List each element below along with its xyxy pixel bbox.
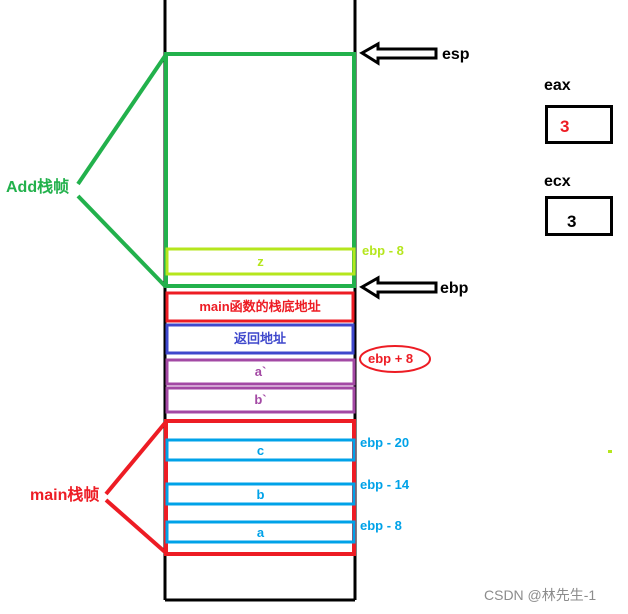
cell-a-box [165,520,356,544]
add-frame-bracket-bottom [76,194,167,288]
cell-a-prime-box [165,358,356,386]
cell-b-prime-box [165,386,356,414]
esp-label: esp [442,46,470,63]
ecx-register-value: 3 [567,212,577,231]
add-frame-box [164,52,356,288]
ebp-arrow-icon [359,275,438,300]
offset-a-prime-label: ebp + 8 [368,351,414,366]
cell-a-label: a [256,525,265,540]
cell-z-label: z [257,254,264,269]
cell-b-box [165,482,356,506]
stray-mark [608,450,612,453]
ebp-label: ebp [440,280,469,297]
eax-register-value: 3 [560,117,570,136]
cell-b-label: b [256,487,265,502]
main-frame-bracket-bottom [104,498,167,554]
ecx-register-box [545,196,613,236]
esp-arrow-icon [359,41,438,66]
watermark: CSDN @林先生-1 [484,587,597,603]
offset-z-label: ebp - 8 [362,243,404,258]
main-frame-bracket-top [104,421,167,496]
cell-ret-addr-label: 返回地址 [233,331,286,346]
cell-a-prime-label: a` [254,364,267,379]
cell-z-box [165,247,356,276]
add-frame-label: Add栈帧 [6,179,70,196]
cell-c-label: c [256,443,265,458]
cell-c-box [165,438,356,462]
cell-main-base-box [165,291,355,323]
cell-b-prime-label: b` [254,392,267,407]
eax-register-name: eax [544,77,571,94]
ebp-plus-8-ellipse [359,345,431,373]
eax-register-box [545,105,613,144]
ecx-register-name: ecx [544,173,571,190]
offset-a-label: ebp - 8 [360,518,402,533]
offset-b-label: ebp - 14 [360,477,410,492]
add-frame-bracket-top [76,54,167,186]
cell-main-base-label: main函数的栈底地址 [199,299,321,314]
cell-ret-addr-box [165,323,355,355]
main-frame-label: main栈帧 [30,487,100,504]
offset-c-label: ebp - 20 [360,435,410,450]
